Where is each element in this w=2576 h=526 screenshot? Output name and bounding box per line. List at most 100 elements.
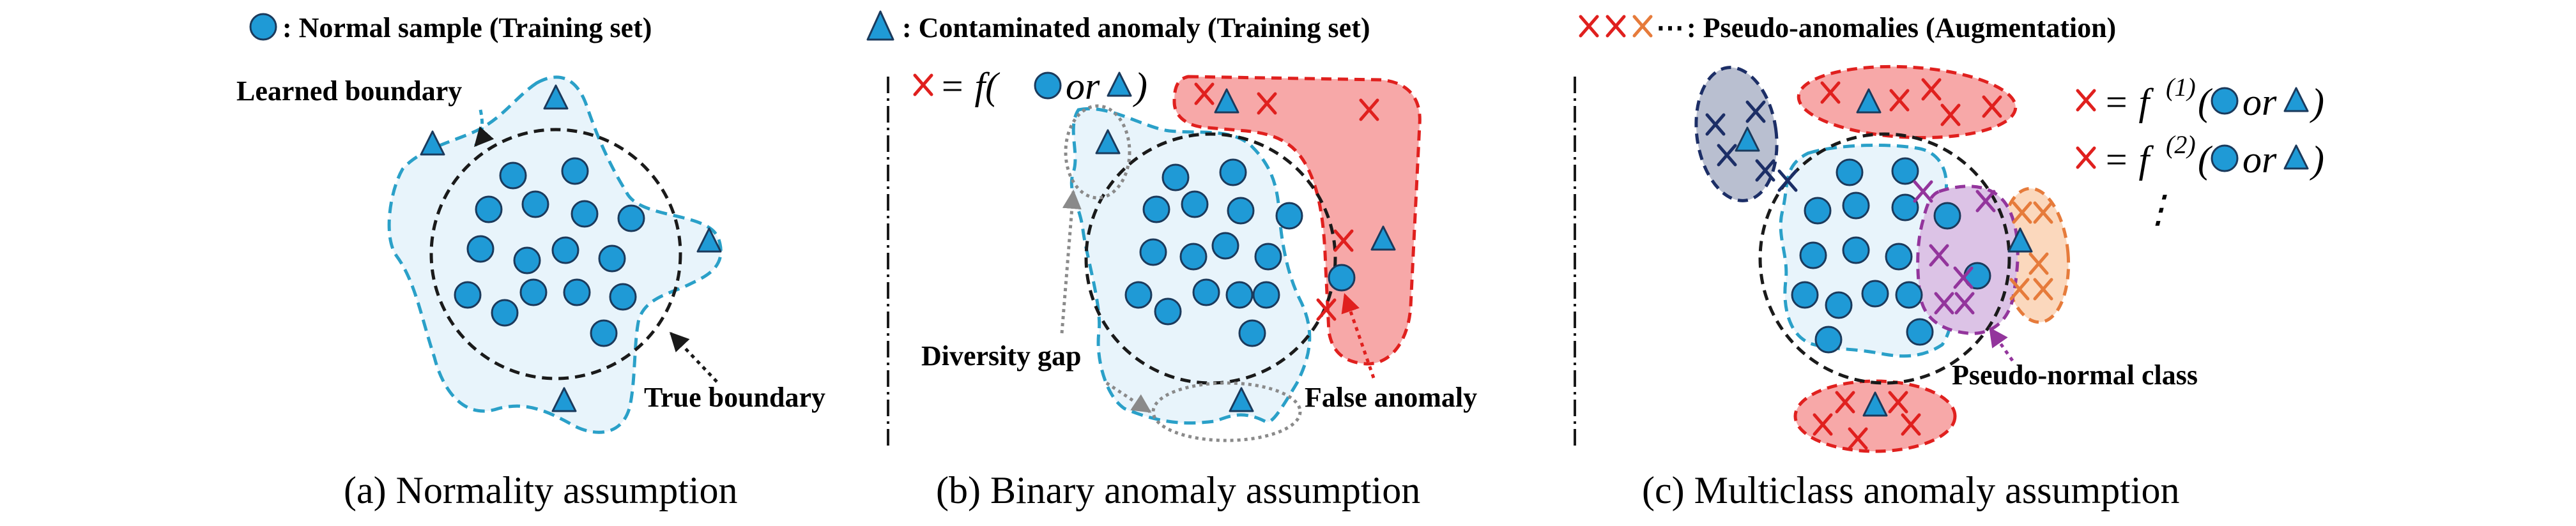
diversity-gap-label: Diversity gap	[921, 340, 1082, 372]
contaminated-anomaly-icon	[866, 10, 894, 41]
pseudo-anomaly-cross	[1889, 89, 1910, 112]
contaminated-anomaly-icon	[2283, 87, 2309, 112]
normal-sample	[1885, 243, 1913, 271]
formula1-eq: = f	[2103, 81, 2154, 123]
pseudo-anomaly-cross	[1705, 113, 1726, 136]
panel-c-formula-2: = f (2) ( or )	[2076, 130, 2324, 181]
pseudo-anomaly-cross	[1940, 103, 1961, 126]
panel-c-red-crosses-top	[1820, 78, 2002, 126]
pseudo-anomaly-cross	[2012, 201, 2032, 224]
formula-eq: = f(	[939, 65, 1000, 107]
diversity-gap-region	[1064, 104, 1131, 200]
legend-contaminated-anomaly: : Contaminated anomaly (Training set)	[866, 10, 1370, 43]
normal-sample	[1842, 236, 1870, 264]
normal-sample	[1814, 326, 1843, 354]
normal-sample	[1933, 202, 1961, 230]
pseudo-normal-arrow	[1988, 327, 2014, 362]
normal-sample	[1891, 157, 1919, 185]
normal-sample	[1124, 281, 1153, 309]
pseudo-anomaly-cross	[1953, 266, 1974, 289]
normal-sample	[499, 162, 527, 190]
false-anomaly-sample	[1328, 264, 1356, 292]
pseudo-anomaly-cross	[2028, 252, 2049, 275]
pseudo-anomaly-cross	[2009, 278, 2030, 301]
pseudo-anomaly-cross	[1777, 169, 1798, 192]
normal-sample	[609, 283, 637, 311]
normal-sample	[1225, 281, 1254, 309]
contaminated-anomaly	[551, 387, 577, 412]
pseudo-anomaly-cross	[1982, 95, 2002, 118]
normal-sample	[1162, 163, 1190, 192]
normal-sample	[519, 278, 548, 306]
false-anomaly-label: False anomaly	[1305, 382, 1477, 413]
normal-sample	[617, 204, 645, 232]
contaminated-anomaly	[1862, 391, 1888, 417]
normal-sample	[1799, 241, 1827, 269]
navy-anomaly-class	[1694, 66, 1779, 202]
normal-sample	[598, 244, 626, 273]
panel-c-navy-crosses	[1705, 100, 1798, 192]
learned-boundary-label: Learned boundary	[236, 75, 462, 107]
normal-sample	[1252, 281, 1280, 309]
normal-sample	[466, 235, 494, 263]
normal-sample	[1254, 243, 1282, 271]
panel-b-contaminated-anomalies	[1095, 88, 1396, 412]
panel-c-orange-crosses	[2009, 201, 2053, 301]
normal-sample	[1842, 192, 1870, 220]
pseudo-anomaly-cross	[1813, 413, 1833, 436]
pseudo-anomaly-cross	[1921, 78, 1942, 101]
normal-sample	[1211, 232, 1239, 260]
panel-c-contaminated-anomalies	[1735, 88, 2033, 417]
legend-pseudo-dots: ⋯	[1656, 12, 1684, 43]
pseudo-anomaly-cross	[1333, 229, 1354, 252]
contaminated-anomaly	[543, 84, 569, 110]
normal-sample	[1825, 291, 1853, 319]
formula1-or: or	[2242, 81, 2277, 123]
pseudo-anomaly-cross	[1848, 427, 1868, 450]
pseudo-anomaly-cross	[1975, 190, 1996, 213]
panel-c-red-crosses-bottom	[1813, 391, 1921, 450]
pseudo-anomaly-cross	[1929, 244, 1949, 267]
legend-pseudo-label: : Pseudo-anomalies (Augmentation)	[1687, 12, 2116, 43]
normal-sample	[1181, 190, 1209, 218]
orange-cross-icon	[1632, 15, 1653, 38]
normal-sample	[491, 299, 519, 327]
panel-c-caption: (c) Multiclass anomaly assumption	[1642, 469, 2180, 511]
normal-sample	[1227, 197, 1255, 225]
red-cross-icon	[2076, 89, 2096, 112]
normal-sample	[1154, 297, 1182, 326]
normal-sample	[1139, 238, 1167, 266]
pseudo-anomaly-cross	[2033, 278, 2053, 301]
contaminated-anomaly	[696, 227, 722, 253]
true-boundary-arrow	[669, 331, 718, 383]
legend-normal-sample: : Normal sample (Training set)	[249, 12, 652, 43]
panel-b-caption: (b) Binary anomaly assumption	[936, 469, 1420, 511]
normal-sample	[1906, 318, 1934, 346]
formula1-open: (	[2198, 81, 2213, 123]
red-cross-icon	[1579, 15, 1599, 38]
formula1-close: )	[2310, 81, 2324, 123]
pseudo-anomaly-region	[1172, 75, 1422, 366]
panel-c-normal-samples	[1791, 157, 1991, 354]
formula2-open: (	[2198, 139, 2213, 181]
contaminated-anomaly	[1856, 88, 1882, 114]
normal-sample-icon	[2211, 144, 2239, 172]
panel-a-contaminated-anomalies	[420, 84, 722, 412]
panel-c-formula-1: = f (1) ( or )	[2076, 73, 2324, 123]
normal-sample	[521, 190, 549, 218]
normal-sample	[1836, 158, 1864, 186]
pseudo-anomaly-cross	[1954, 292, 1975, 315]
pseudo-normal-label: Pseudo-normal class	[1952, 359, 2198, 391]
normal-sample	[561, 157, 589, 185]
contaminated-anomaly	[420, 130, 445, 156]
legend-contaminated-label: : Contaminated anomaly (Training set)	[902, 12, 1370, 43]
false-anomaly-arrow	[1341, 293, 1376, 379]
normal-sample	[551, 236, 579, 264]
contaminated-anomaly	[1229, 387, 1254, 412]
pseudo-anomaly-cross	[1835, 391, 1855, 414]
pseudo-normal-region	[1916, 184, 2020, 335]
normal-sample	[1142, 195, 1170, 223]
formula2-sup: (2)	[2166, 130, 2196, 159]
red-cross-icon	[1606, 15, 1626, 38]
